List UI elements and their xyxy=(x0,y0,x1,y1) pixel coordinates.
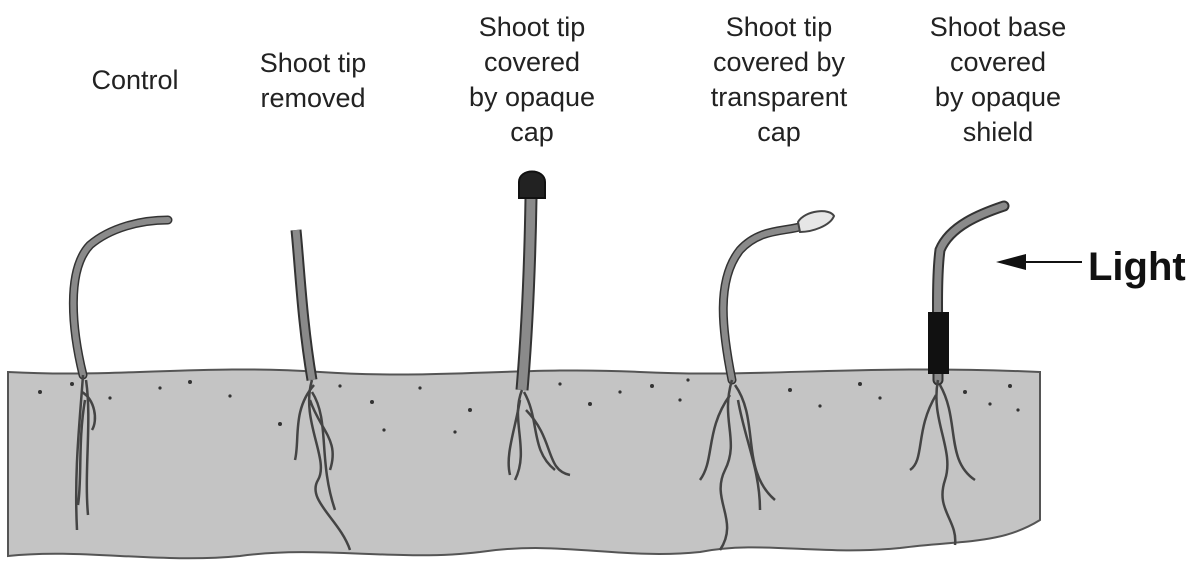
opaque-cap xyxy=(519,172,545,199)
label-base-shield-line-3: by opaque xyxy=(930,80,1067,115)
label-transparent-cap-line-4: cap xyxy=(711,115,848,150)
shoot-transparent-cap xyxy=(723,226,803,380)
opaque-shield xyxy=(928,312,949,374)
label-transparent-cap-line-1: Shoot tip xyxy=(711,10,848,45)
light-label: Light xyxy=(1088,244,1186,290)
label-opaque-cap: Shoot tip covered by opaque cap xyxy=(469,10,595,150)
label-base-shield-line-1: Shoot base xyxy=(930,10,1067,45)
label-base-shield-line-2: covered xyxy=(930,45,1067,80)
label-tip-removed-line-2: removed xyxy=(260,81,367,116)
light-arrow xyxy=(996,254,1082,270)
transparent-cap xyxy=(798,211,834,232)
label-opaque-cap-line-1: Shoot tip xyxy=(469,10,595,45)
label-control: Control xyxy=(91,63,178,98)
soil xyxy=(8,369,1040,558)
label-base-shield-line-4: shield xyxy=(930,115,1067,150)
label-opaque-cap-line-2: covered xyxy=(469,45,595,80)
label-tip-removed-line-1: Shoot tip xyxy=(260,46,367,81)
label-tip-removed: Shoot tip removed xyxy=(260,46,367,116)
label-transparent-cap: Shoot tip covered by transparent cap xyxy=(711,10,848,150)
label-opaque-cap-line-3: by opaque xyxy=(469,80,595,115)
label-control-line-1: Control xyxy=(91,63,178,98)
label-base-shield: Shoot base covered by opaque shield xyxy=(930,10,1067,150)
label-transparent-cap-line-2: covered by xyxy=(711,45,848,80)
label-transparent-cap-line-3: transparent xyxy=(711,80,848,115)
label-opaque-cap-line-4: cap xyxy=(469,115,595,150)
